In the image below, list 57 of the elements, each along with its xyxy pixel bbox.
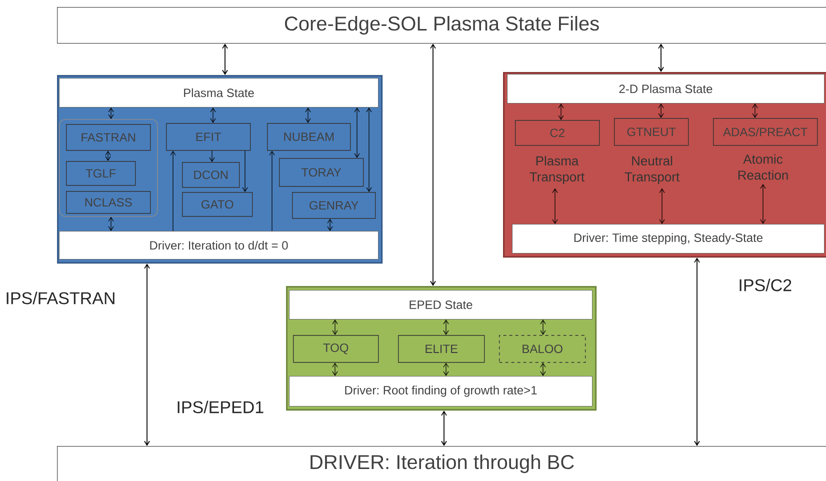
- code-box: GENRAY: [292, 192, 376, 219]
- state-box: Core-Edge-SOL Plasma State Files: [57, 7, 826, 44]
- code-box: ADAS/PREACT: [713, 118, 818, 146]
- state-box: DRIVER: Iteration through BC: [57, 446, 826, 481]
- arrow: [209, 150, 215, 162]
- arrow: [540, 362, 546, 376]
- code-box: EFIT: [166, 123, 251, 151]
- code-box: GTNEUT: [614, 118, 689, 146]
- arrow: [327, 218, 333, 231]
- arrow: [443, 362, 449, 376]
- arrow: [658, 44, 664, 72]
- side-label: Plasma Transport: [530, 156, 584, 184]
- code-box: TGLF: [66, 161, 136, 186]
- arrow: [332, 362, 338, 376]
- arrow: [144, 264, 150, 446]
- arrow: [332, 320, 338, 335]
- code-box: TOQ: [293, 334, 379, 363]
- side-label: Neutral Transport: [624, 156, 680, 184]
- code-box: NCLASS: [66, 191, 151, 214]
- group-outline: [59, 119, 158, 217]
- code-box: TORAY: [279, 158, 364, 187]
- arrow: [752, 104, 758, 118]
- state-box: Driver: Time stepping, Steady-State: [512, 224, 824, 254]
- side-label: IPS/FASTRAN: [6, 292, 114, 304]
- arrow: [540, 320, 546, 335]
- arrow: [694, 258, 700, 446]
- arrow: [242, 150, 248, 192]
- code-box: FASTRAN: [66, 124, 151, 151]
- state-box: Driver: Iteration to d/dt = 0: [59, 231, 378, 260]
- code-box: NUBEAM: [267, 123, 351, 151]
- arrow: [108, 216, 114, 231]
- arrow: [222, 44, 228, 75]
- arrow: [658, 104, 664, 118]
- state-box: EPED State: [289, 290, 592, 320]
- state-box: 2-D Plasma State: [507, 74, 824, 104]
- code-box: GATO: [182, 192, 253, 217]
- arrow: [170, 150, 176, 232]
- arrow: [210, 108, 216, 123]
- arrow: [305, 108, 311, 123]
- arrow: [354, 108, 360, 158]
- arrow: [443, 320, 449, 335]
- arrow: [441, 410, 447, 446]
- state-box: Plasma State: [59, 78, 378, 108]
- code-box: DCON: [182, 162, 240, 188]
- arrow: [105, 150, 111, 161]
- arrow: [366, 108, 372, 192]
- side-label: Atomic Reaction: [738, 154, 788, 180]
- side-label: IPS/EPED1: [178, 400, 264, 414]
- code-box: C2: [515, 120, 600, 146]
- arrow: [269, 150, 275, 232]
- arrow: [430, 44, 436, 286]
- code-box: BALOO: [499, 334, 586, 363]
- arrow: [108, 108, 114, 119]
- code-box: ELITE: [398, 334, 485, 363]
- side-label: IPS/C2: [740, 278, 792, 292]
- state-box: Driver: Root finding of growth rate>1: [289, 376, 592, 406]
- arrow: [558, 104, 564, 120]
